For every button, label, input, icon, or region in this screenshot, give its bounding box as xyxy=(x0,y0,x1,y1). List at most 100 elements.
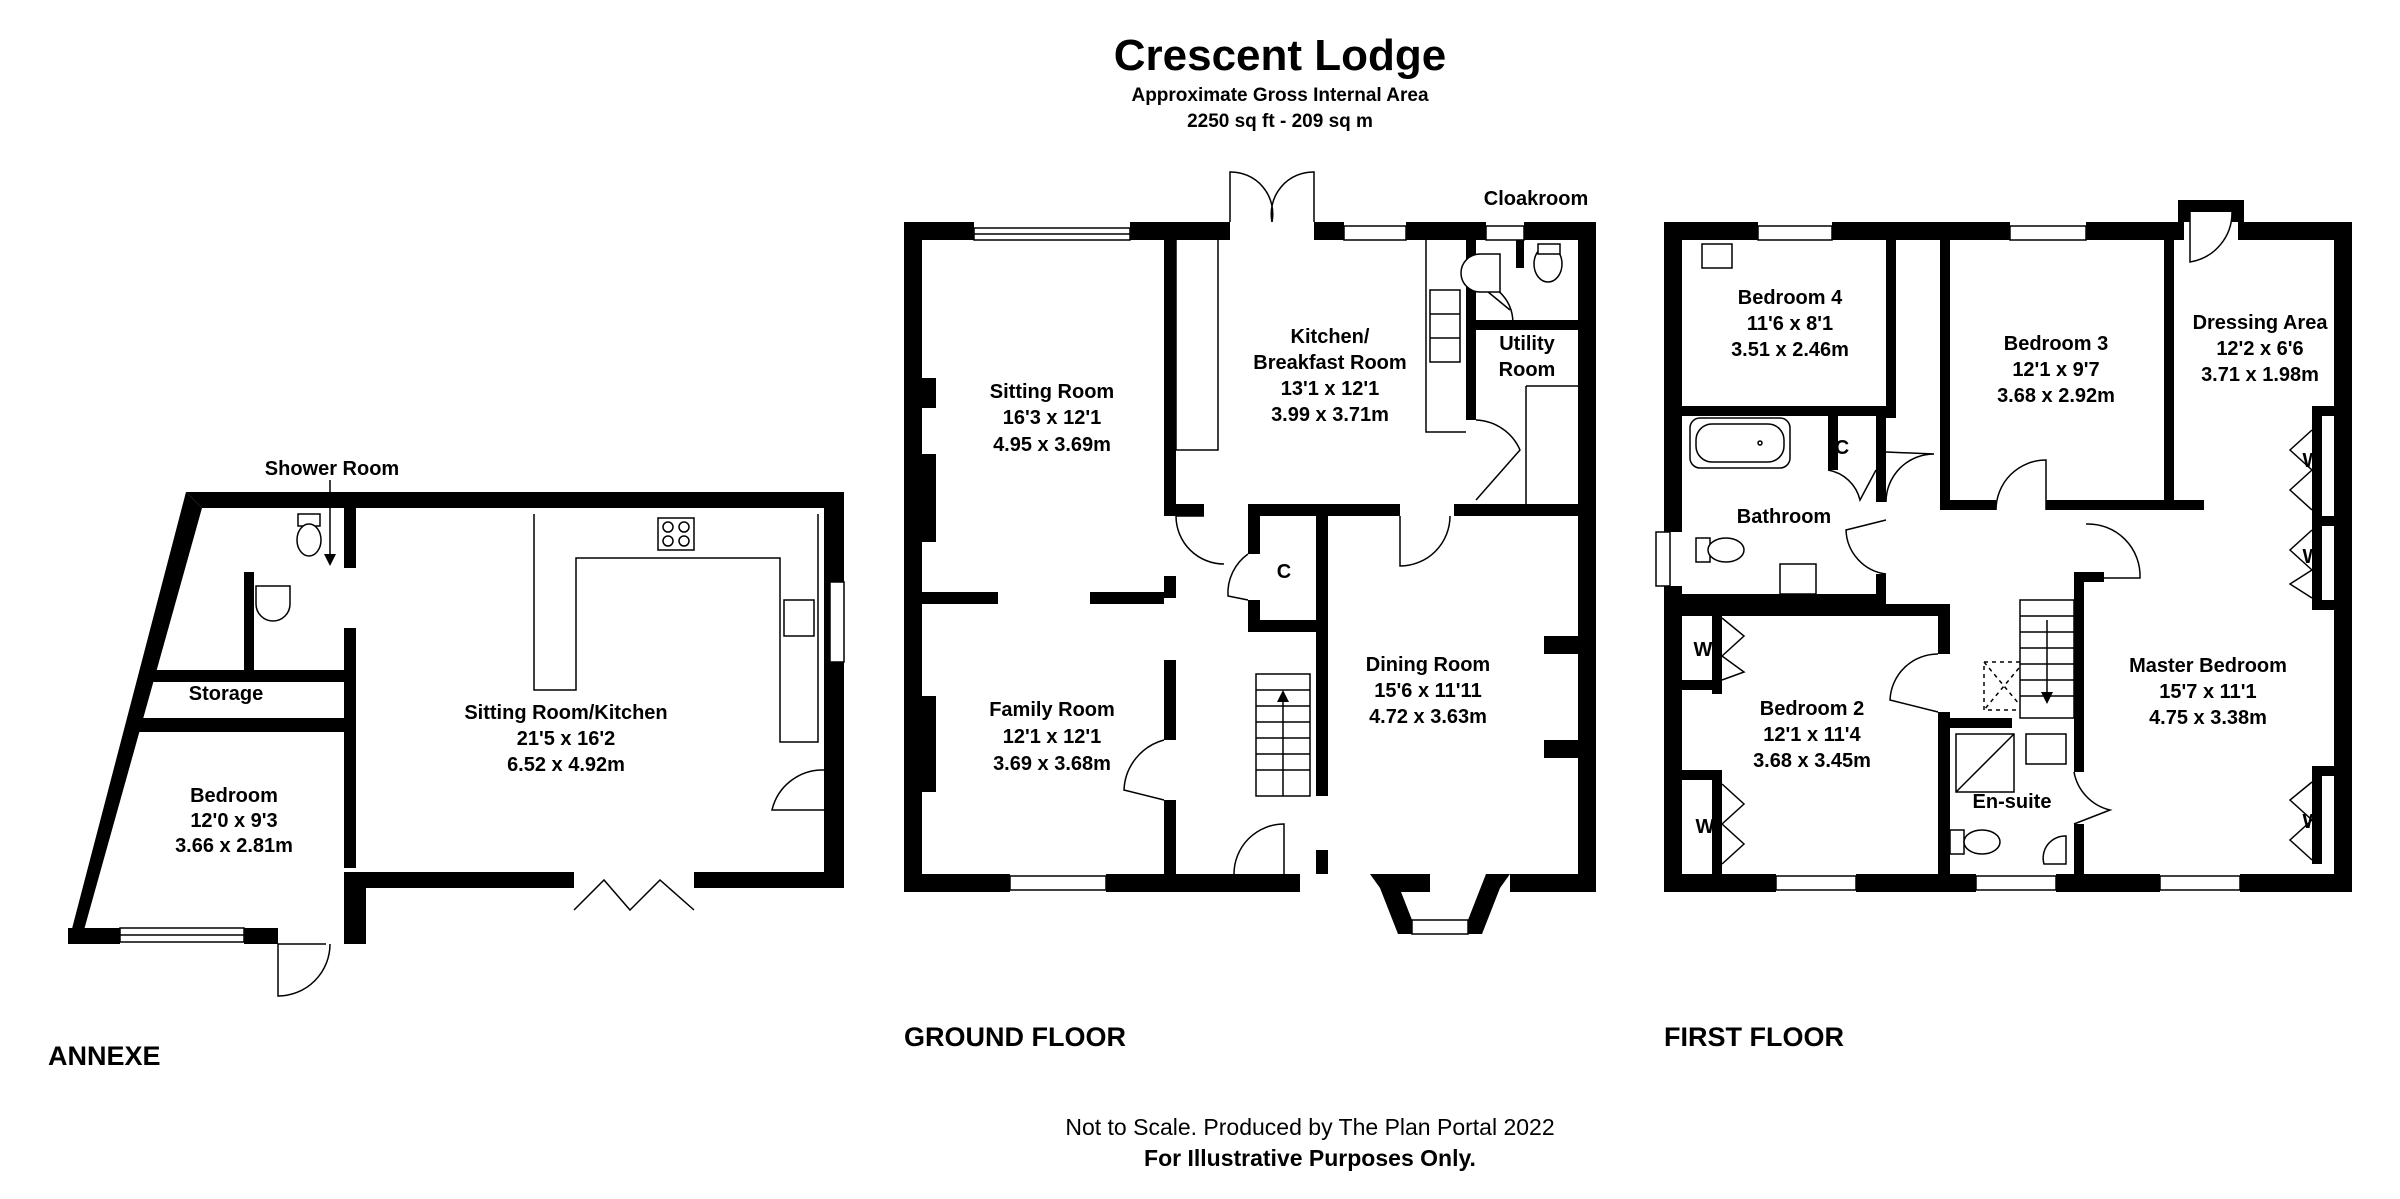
bay-window xyxy=(1411,919,1469,935)
gf-wall xyxy=(1314,222,1344,240)
gf-wall xyxy=(1466,320,1578,330)
annexe-wall xyxy=(146,670,344,682)
room-dim-metric: 3.71 x 1.98m xyxy=(2201,364,2319,386)
ff-wall xyxy=(1938,604,1950,654)
wardrobe xyxy=(2312,600,2334,610)
ff-wall xyxy=(2046,500,2172,510)
ff-wall xyxy=(1940,500,1996,510)
wardrobe-label: W xyxy=(2303,546,2322,568)
annexe-wall xyxy=(344,508,356,568)
annexe-wall xyxy=(68,928,120,944)
annexe-wall xyxy=(344,628,356,868)
wardrobe-label: W xyxy=(1694,639,1713,661)
room-name-annexe-bedroom: Bedroom xyxy=(190,785,278,807)
wardrobe xyxy=(1682,770,1722,780)
first-floor-plan xyxy=(1655,200,2352,892)
ff-wall xyxy=(1682,594,1886,606)
gf-bay xyxy=(1370,874,1412,934)
room-name-sitting-room: Sitting Room xyxy=(990,381,1114,403)
chimney-breast xyxy=(1544,636,1578,654)
wardrobe-label: W xyxy=(2303,450,2322,472)
ff-window xyxy=(2159,875,2241,891)
ff-wall xyxy=(2056,874,2160,892)
chimney-breast xyxy=(1148,592,1164,604)
floor-label-annexe: ANNEXE xyxy=(48,1041,161,1071)
gf-bay xyxy=(1468,874,1510,934)
room-name-annexe-storage: Storage xyxy=(189,683,263,705)
bifold-door xyxy=(573,878,695,912)
room-dim-metric: 3.69 x 3.68m xyxy=(993,753,1111,775)
room-name-dining-room: Dining Room xyxy=(1366,654,1490,676)
sink-icon xyxy=(783,599,815,637)
cupboard-label: C xyxy=(1835,437,1849,459)
ff-wall xyxy=(2174,500,2204,510)
ff-wall xyxy=(2074,572,2084,772)
wardrobe xyxy=(2312,406,2322,606)
kitchen-counter xyxy=(533,514,819,743)
annexe-wall-left xyxy=(68,492,202,944)
ff-wall-left xyxy=(1664,222,1682,532)
ff-wall xyxy=(1682,604,1950,616)
gf-window xyxy=(1485,225,1525,241)
floor-label-ground: GROUND FLOOR xyxy=(904,1022,1126,1052)
ff-wall-right xyxy=(2334,222,2352,892)
annexe-side-door xyxy=(771,769,825,811)
ff-wall xyxy=(2238,222,2352,240)
room-dim-imperial: 11'6 x 8'1 xyxy=(1747,313,1833,335)
gf-wall xyxy=(1284,874,1300,892)
ff-wall xyxy=(2084,572,2104,582)
gf-wall xyxy=(1164,576,1176,598)
front-door xyxy=(1233,823,1285,875)
gf-wall xyxy=(1248,600,1260,620)
wardrobe-door xyxy=(1721,617,1746,681)
gf-window xyxy=(1009,875,1107,891)
ff-wall xyxy=(2164,240,2174,510)
ff-wall xyxy=(1664,874,1776,892)
ff-wall-left xyxy=(1664,586,1682,892)
gf-window xyxy=(1343,225,1407,241)
room-name-master-bedroom: Master Bedroom xyxy=(2129,655,2287,677)
gf-wall xyxy=(1406,222,1486,240)
kitchen-units xyxy=(1175,240,1219,451)
ff-window xyxy=(1975,875,2057,891)
ff-wall xyxy=(1886,240,1896,418)
ff-wall xyxy=(1856,874,1976,892)
basin-icon xyxy=(1779,563,1817,595)
room-name-utility: Utility xyxy=(1499,333,1555,355)
gf-wall xyxy=(1316,850,1328,874)
ff-wall xyxy=(2240,874,2352,892)
room-name-cloakroom: Cloakroom xyxy=(1484,188,1588,210)
room-dim-metric: 4.75 x 3.38m xyxy=(2149,707,2267,729)
ff-wall xyxy=(1950,718,2012,728)
room-name-annexe-sitting-kitchen: Sitting Room/Kitchen xyxy=(464,702,667,724)
ensuite-door xyxy=(2073,771,2113,825)
gf-wall xyxy=(1176,504,1204,516)
ff-wall xyxy=(2074,824,2084,874)
ff-wall xyxy=(1938,712,1950,892)
room-name-ensuite: En-suite xyxy=(1973,791,2052,813)
gf-wall xyxy=(1248,504,1260,554)
annexe-wall xyxy=(244,928,278,944)
basin-icon xyxy=(2025,733,2067,765)
wardrobe xyxy=(2312,406,2334,416)
page-title: Crescent Lodge xyxy=(1114,31,1447,80)
toilet-cistern-icon xyxy=(1949,829,1965,855)
wardrobe-door xyxy=(1721,783,1746,865)
chimney-breast xyxy=(1544,740,1578,758)
ff-window xyxy=(1775,875,1857,891)
page-subtitle: Approximate Gross Internal Area xyxy=(1131,85,1428,106)
ff-window xyxy=(2009,225,2087,241)
room-dim-metric: 3.68 x 3.45m xyxy=(1753,750,1871,772)
room-name-dressing: Dressing Area xyxy=(2193,312,2329,334)
wardrobe xyxy=(1712,770,1722,874)
room-dim-imperial: 12'0 x 9'3 xyxy=(190,810,277,832)
room-dim-imperial: 16'3 x 12'1 xyxy=(1003,407,1102,429)
ground-floor-plan xyxy=(904,171,1596,935)
room-dim-imperial: 12'1 x 12'1 xyxy=(1003,726,1102,748)
utility-door xyxy=(1475,419,1521,501)
ff-door xyxy=(1995,459,2047,511)
annexe-wall-top xyxy=(186,492,844,888)
wardrobe-label: W xyxy=(2303,811,2322,833)
gf-wall xyxy=(1510,874,1596,892)
chimney-breast xyxy=(922,378,936,408)
